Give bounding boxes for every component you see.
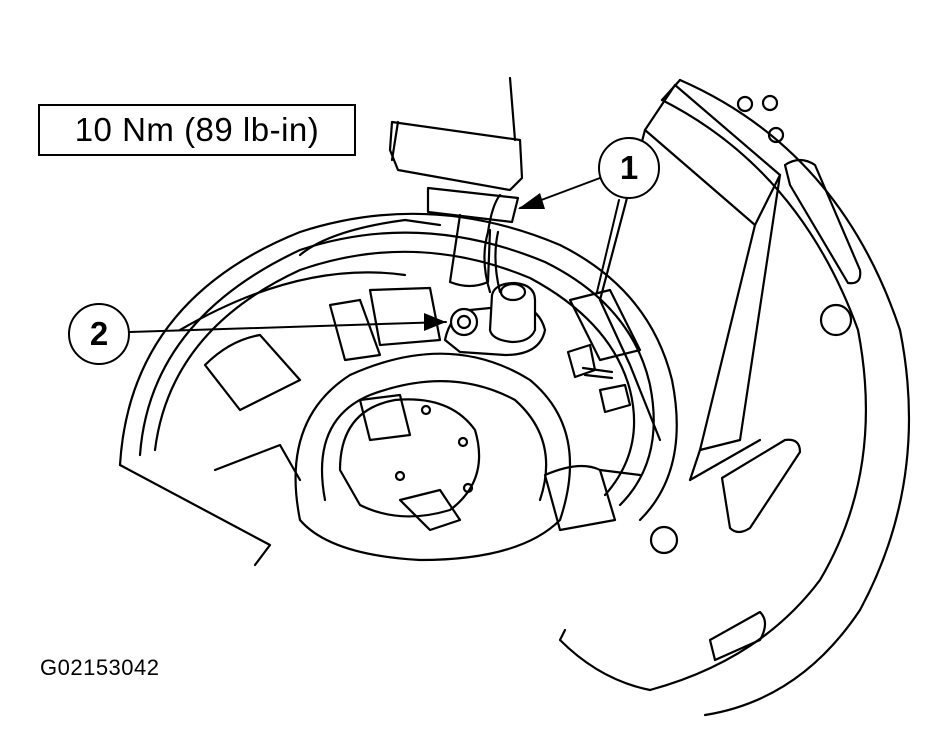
center-hub [296,354,570,560]
figure-id: G02153042 [40,655,160,680]
torque-specification: 10 Nm (89 lb-in) [38,104,356,156]
callout-1: 1 [598,137,660,199]
arrow-head-1 [518,193,545,209]
housing-flange [560,80,909,715]
speed-sensor [428,188,535,342]
valve-body-plate [600,85,780,480]
connector-plug [390,78,522,190]
callout-2: 2 [68,303,130,365]
drum-rings [120,214,677,565]
arrow-head-2 [424,313,446,331]
mounting-stud [568,345,630,412]
drum-slots [205,288,640,530]
